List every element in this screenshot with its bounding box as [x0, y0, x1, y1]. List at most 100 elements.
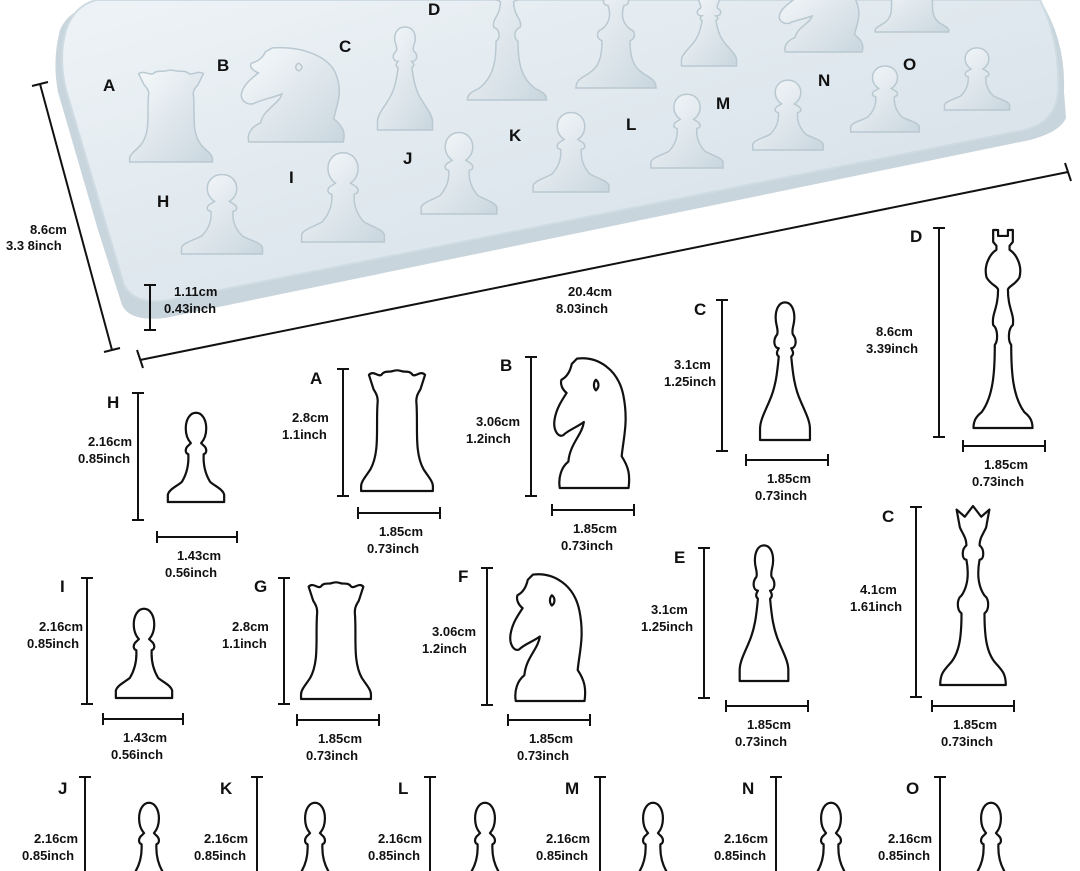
piece-letter: M [565, 779, 579, 798]
piece-width-cm: 1.85cm [318, 731, 362, 746]
piece-queen-small-a: A 2.8cm 1.1inch 1.85cm 0.73inch [282, 368, 441, 556]
piece-height-cm: 2.16cm [378, 831, 422, 846]
mold-cavity [467, 0, 546, 100]
mold-letter-a: A [103, 76, 115, 95]
depth-dimension-line [39, 83, 113, 351]
mold-cavity [576, 0, 656, 88]
piece-height-inch: 3.39inch [866, 341, 918, 356]
piece-letter: O [906, 779, 919, 798]
mold-cavity [779, 0, 863, 52]
piece-height-cm: 2.16cm [546, 831, 590, 846]
piece-width-inch: 0.73inch [972, 474, 1024, 489]
piece-height-inch: 1.2inch [422, 641, 467, 656]
knight-outline [510, 574, 585, 701]
piece-width-cm: 1.85cm [984, 457, 1028, 472]
mold-height-cm: 1.11cm [174, 284, 217, 299]
king-outline [973, 230, 1032, 428]
piece-pawn-l: L 2.16cm 0.85inch [368, 776, 513, 871]
mold-letter-i: I [289, 168, 294, 187]
pawn-outline [168, 413, 224, 502]
piece-width-cm: 1.43cm [123, 730, 167, 745]
mold-cavity [130, 70, 213, 162]
piece-width-inch: 0.73inch [367, 541, 419, 556]
queen-small-outline [361, 370, 433, 491]
piece-width-inch: 0.73inch [941, 734, 993, 749]
piece-height-inch: 1.61inch [850, 599, 902, 614]
mold-dimensions: 8.6cm 3.3 8inch 20.4cm 8.03inch 1.11cm 0… [6, 81, 1072, 369]
mold-cavity [681, 0, 736, 66]
bishop-outline [740, 545, 789, 681]
mold-cavity [302, 153, 385, 242]
piece-height-inch: 1.25inch [641, 619, 693, 634]
piece-width-cm: 1.85cm [573, 521, 617, 536]
piece-drawings: H2.16cm0.85inch1.43cm0.56inchA2.8cm1.1in… [22, 227, 1046, 871]
mold-depth-inch: 3.3 8inch [6, 238, 62, 253]
piece-letter: L [398, 779, 408, 798]
mold-letter-j: J [403, 149, 412, 168]
mold-cavity [944, 48, 1009, 110]
piece-height-cm: 3.1cm [651, 602, 688, 617]
piece-letter: C [694, 300, 706, 319]
piece-height-cm: 8.6cm [876, 324, 913, 339]
mold-width-cm: 20.4cm [568, 284, 612, 299]
piece-width-cm: 1.85cm [953, 717, 997, 732]
piece-height-cm: 2.16cm [39, 619, 83, 634]
piece-letter: J [58, 779, 67, 798]
width-dimension-tick [1064, 162, 1072, 182]
piece-height-inch: 0.85inch [714, 848, 766, 863]
pawn-outline [804, 803, 859, 871]
piece-height-inch: 0.85inch [878, 848, 930, 863]
piece-width-inch: 0.56inch [111, 747, 163, 762]
pawn-outline [122, 803, 177, 871]
mold-letter-h: H [157, 192, 169, 211]
piece-letter: A [310, 369, 322, 388]
mold-letter-d: D [428, 0, 440, 19]
piece-height-inch: 1.1inch [282, 427, 327, 442]
piece-height-inch: 0.85inch [78, 451, 130, 466]
mold-cavity [182, 174, 263, 254]
piece-height-inch: 0.85inch [368, 848, 420, 863]
mold-letter-n: N [818, 71, 830, 90]
piece-letter: G [254, 577, 267, 596]
mold-cavity [753, 80, 823, 150]
silicone-mold [55, 0, 1066, 319]
mold-letter-c: C [339, 37, 351, 56]
piece-width-cm: 1.85cm [747, 717, 791, 732]
width-dimension-line [139, 171, 1069, 361]
piece-pawn-m: M 2.16cm 0.85inch [536, 776, 680, 871]
piece-width-inch: 0.73inch [735, 734, 787, 749]
piece-height-inch: 0.85inch [536, 848, 588, 863]
piece-width-inch: 0.73inch [306, 748, 358, 763]
pawn-outline [116, 609, 172, 698]
piece-width-cm: 1.85cm [529, 731, 573, 746]
piece-width-cm: 1.85cm [379, 524, 423, 539]
mold-depth-cm: 8.6cm [30, 222, 67, 237]
piece-width-inch: 0.73inch [755, 488, 807, 503]
piece-height-cm: 2.8cm [232, 619, 269, 634]
mold-letter-k: K [509, 126, 522, 145]
piece-width-cm: 1.85cm [767, 471, 811, 486]
mold-cavity [377, 27, 432, 130]
mold-letter-b: B [217, 56, 229, 75]
piece-height-cm: 2.16cm [888, 831, 932, 846]
pawn-outline [458, 803, 513, 871]
piece-width-inch: 0.73inch [517, 748, 569, 763]
piece-letter: H [107, 393, 119, 412]
piece-letter: C [882, 507, 894, 526]
piece-height-cm: 2.8cm [292, 410, 329, 425]
piece-width-inch: 0.56inch [165, 565, 217, 580]
pawn-outline [288, 803, 343, 871]
piece-letter: D [910, 227, 922, 246]
mold-cavity [241, 48, 344, 142]
